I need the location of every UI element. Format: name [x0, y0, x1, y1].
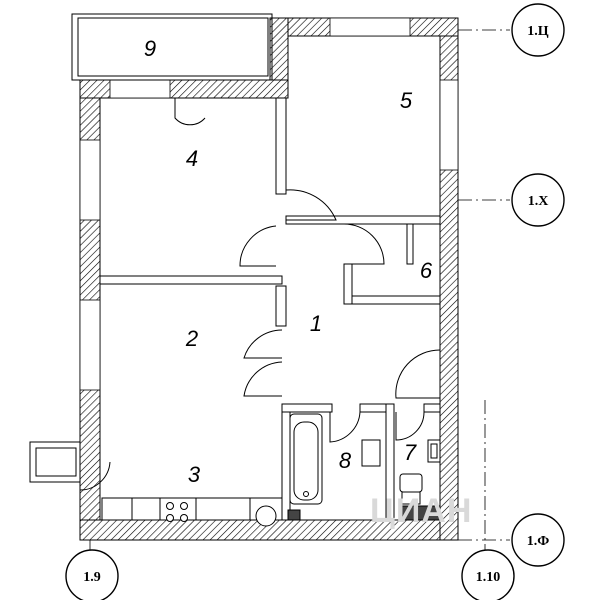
kitchen-counter: [101, 497, 283, 521]
kitchen-sink: [255, 505, 277, 527]
room-label-5: 5: [400, 88, 413, 113]
axis-markers: [65, 3, 565, 600]
axis-label-10: 1.10: [476, 570, 501, 585]
bathtub: [289, 413, 323, 505]
stove: [166, 502, 188, 522]
room-label-4: 4: [186, 146, 198, 171]
room-label-3: 3: [188, 462, 201, 487]
axis-marker-f: [511, 513, 565, 567]
axis-label-f: 1.Ф: [527, 534, 550, 549]
sink-8: [361, 439, 381, 467]
watermark: ЦИАН: [370, 492, 472, 530]
axis-marker-10: [461, 549, 515, 600]
axis-label-kh: 1.Х: [528, 194, 549, 209]
shaft: [287, 505, 441, 521]
room-label-2: 2: [185, 326, 198, 351]
axis-label-ts: 1.Ц: [527, 24, 549, 39]
room-label-9: 9: [144, 36, 156, 61]
balcony: [71, 13, 273, 81]
doors: [79, 98, 441, 491]
room-label-7: 7: [404, 440, 417, 465]
axis-marker-ts: [511, 3, 565, 57]
toilet: [399, 473, 423, 505]
window-ledge: [29, 441, 81, 483]
room-label-6: 6: [420, 258, 433, 283]
partitions: [99, 97, 441, 521]
axis-marker-9: [65, 549, 119, 600]
outer-walls: [79, 17, 459, 541]
room-label-8: 8: [339, 448, 352, 473]
sink-7: [427, 439, 441, 463]
axis-label-9: 1.9: [83, 570, 101, 585]
windows: [79, 17, 459, 391]
room-label-1: 1: [310, 311, 322, 336]
axis-marker-kh: [511, 173, 565, 227]
